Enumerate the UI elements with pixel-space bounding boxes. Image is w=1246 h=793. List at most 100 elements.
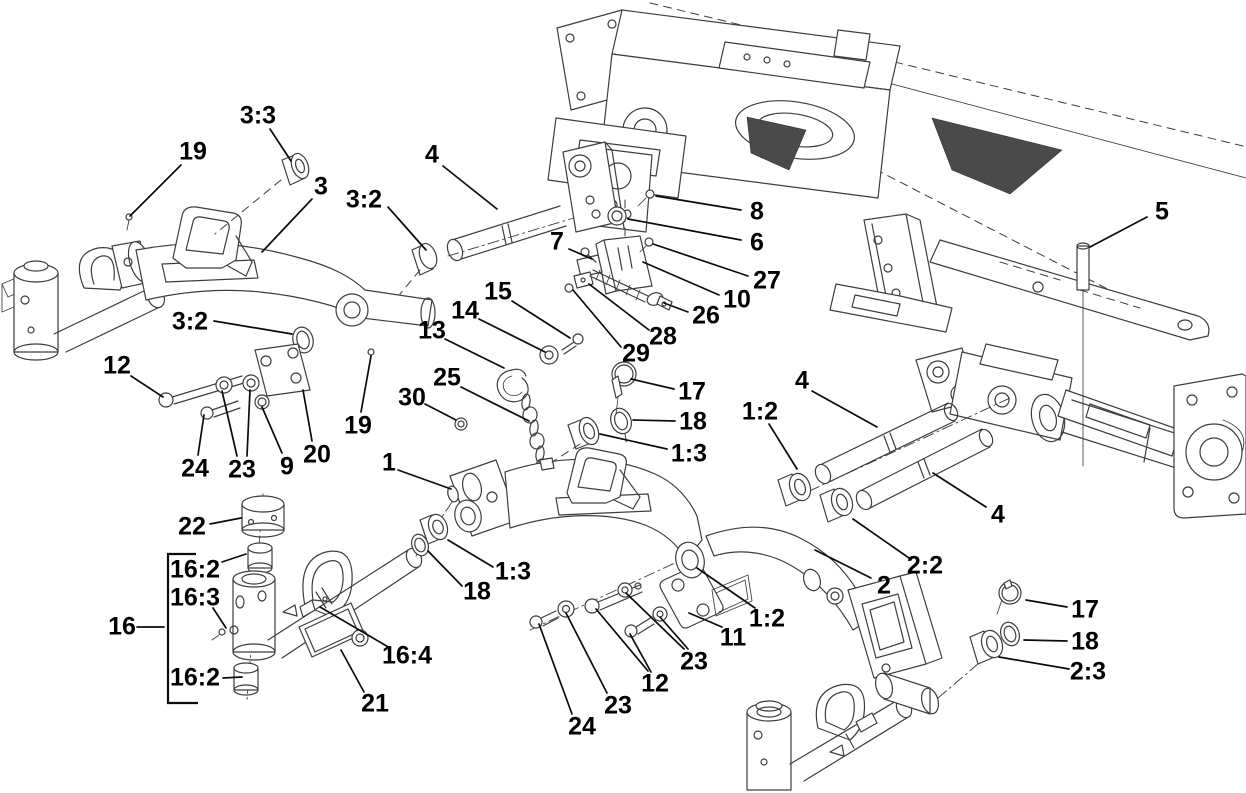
leader-line-17 bbox=[630, 378, 675, 390]
leader-line-18 bbox=[632, 419, 676, 422]
part-label-2: 2 bbox=[877, 571, 891, 600]
leader-line-2 bbox=[814, 549, 872, 579]
leader-line-10 bbox=[642, 261, 720, 296]
part-label-3-3: 3:3 bbox=[239, 101, 277, 130]
leader-line-4 bbox=[811, 390, 878, 428]
leader-line-18 bbox=[1023, 639, 1068, 642]
leader-line-6 bbox=[627, 218, 742, 241]
part-label-28: 28 bbox=[649, 322, 677, 351]
leader-line-2-2 bbox=[852, 518, 910, 559]
leader-line-7 bbox=[568, 248, 593, 260]
part-label-12: 12 bbox=[103, 351, 131, 380]
part-label-11: 11 bbox=[719, 623, 747, 652]
part-label-9: 9 bbox=[280, 452, 294, 481]
leader-line-23 bbox=[625, 592, 685, 650]
gearbox-housing-drawing bbox=[547, 9, 1063, 245]
part-label-10: 10 bbox=[723, 285, 751, 314]
leader-line-2-3 bbox=[998, 656, 1070, 670]
leader-line-21 bbox=[340, 649, 365, 693]
part-label-19: 19 bbox=[179, 137, 207, 166]
leader-line-15 bbox=[511, 300, 571, 339]
pin-5-drawing bbox=[1076, 242, 1090, 467]
leader-line-19 bbox=[360, 355, 372, 413]
part-label-16-3: 16:3 bbox=[169, 583, 221, 612]
part-label-26: 26 bbox=[692, 301, 720, 330]
part-label-1-2: 1:2 bbox=[748, 604, 786, 633]
leader-line-16-2 bbox=[221, 553, 247, 563]
leader-line-1-2 bbox=[696, 567, 756, 609]
part-label-16-4: 16:4 bbox=[381, 641, 433, 670]
leader-line-23 bbox=[221, 390, 238, 457]
part-label-3: 3 bbox=[314, 172, 328, 201]
part-label-2-3: 2:3 bbox=[1069, 657, 1107, 686]
leader-line-3-3 bbox=[269, 128, 292, 162]
leader-line-23 bbox=[565, 612, 608, 694]
leader-line-13 bbox=[444, 338, 505, 369]
part-label-17: 17 bbox=[1071, 595, 1099, 624]
leader-line-3-2 bbox=[213, 320, 293, 335]
leader-line-4 bbox=[932, 472, 987, 508]
part-label-21: 21 bbox=[361, 689, 389, 718]
part-label-7: 7 bbox=[550, 227, 564, 256]
leader-line-1-2 bbox=[768, 423, 798, 470]
leader-line-12 bbox=[629, 633, 652, 673]
leader-line-14 bbox=[478, 318, 546, 353]
leader-line-24 bbox=[538, 623, 573, 715]
axle-beam-1-drawing bbox=[447, 361, 703, 561]
part-label-24: 24 bbox=[181, 454, 209, 483]
leader-line-16-3 bbox=[212, 607, 227, 629]
part-label-23: 23 bbox=[604, 691, 632, 720]
part-label-1: 1 bbox=[382, 448, 396, 477]
right-pivot-weldment-drawing bbox=[915, 343, 1246, 519]
part-label-25: 25 bbox=[433, 363, 461, 392]
part-label-13: 13 bbox=[418, 316, 446, 345]
part-label-1-3: 1:3 bbox=[670, 439, 708, 468]
part-label-16-2: 16:2 bbox=[169, 555, 221, 584]
leader-line-4 bbox=[442, 165, 498, 210]
part-label-22: 22 bbox=[178, 512, 206, 541]
part-label-24: 24 bbox=[568, 712, 596, 741]
leader-line-17 bbox=[1025, 599, 1068, 608]
part-label-15: 15 bbox=[484, 277, 512, 306]
axle-beam-3-drawing bbox=[1, 152, 468, 431]
part-label-3-2: 3:2 bbox=[171, 307, 209, 336]
part-label-27: 27 bbox=[753, 266, 781, 295]
leader-line-8 bbox=[655, 195, 742, 211]
leader-line-3 bbox=[261, 198, 313, 253]
part-label-16: 16 bbox=[108, 612, 136, 641]
part-label-8: 8 bbox=[750, 197, 764, 226]
part-label-3-2: 3:2 bbox=[345, 185, 383, 214]
leader-line-22 bbox=[209, 517, 242, 525]
leader-line-24 bbox=[197, 414, 205, 456]
part-label-5: 5 bbox=[1155, 197, 1169, 226]
part-label-4: 4 bbox=[795, 366, 809, 395]
group-bracket-16 bbox=[166, 552, 198, 705]
leader-line-11 bbox=[688, 612, 723, 628]
part-label-18: 18 bbox=[679, 407, 707, 436]
part-label-1-3: 1:3 bbox=[494, 557, 532, 586]
leader-line-23 bbox=[246, 389, 251, 457]
part-label-23: 23 bbox=[228, 455, 256, 484]
leader-line-3-2 bbox=[387, 206, 427, 251]
leader-line-12 bbox=[130, 375, 164, 398]
part-label-30: 30 bbox=[398, 383, 426, 412]
leader-line-12 bbox=[595, 608, 649, 672]
axle-beam-2-drawing bbox=[675, 397, 1011, 679]
part-label-18: 18 bbox=[1071, 627, 1099, 656]
leader-line-1-3 bbox=[447, 539, 494, 568]
leader-line-18 bbox=[427, 550, 463, 587]
frame-rails-drawing bbox=[649, 2, 1246, 341]
part-label-4: 4 bbox=[991, 500, 1005, 529]
part-label-29: 29 bbox=[622, 339, 650, 368]
leader-line-28 bbox=[588, 283, 650, 331]
leader-line-29 bbox=[572, 289, 622, 348]
lower-fastener-cluster-drawing bbox=[529, 555, 724, 638]
leader-line-1 bbox=[397, 469, 452, 490]
leader-line-16-2 bbox=[222, 676, 243, 679]
leader-line-16-4 bbox=[319, 606, 391, 649]
part-label-18: 18 bbox=[463, 577, 491, 606]
leader-line-26 bbox=[663, 302, 689, 313]
leader-line-1-3 bbox=[599, 433, 668, 450]
part-label-23: 23 bbox=[680, 647, 708, 676]
